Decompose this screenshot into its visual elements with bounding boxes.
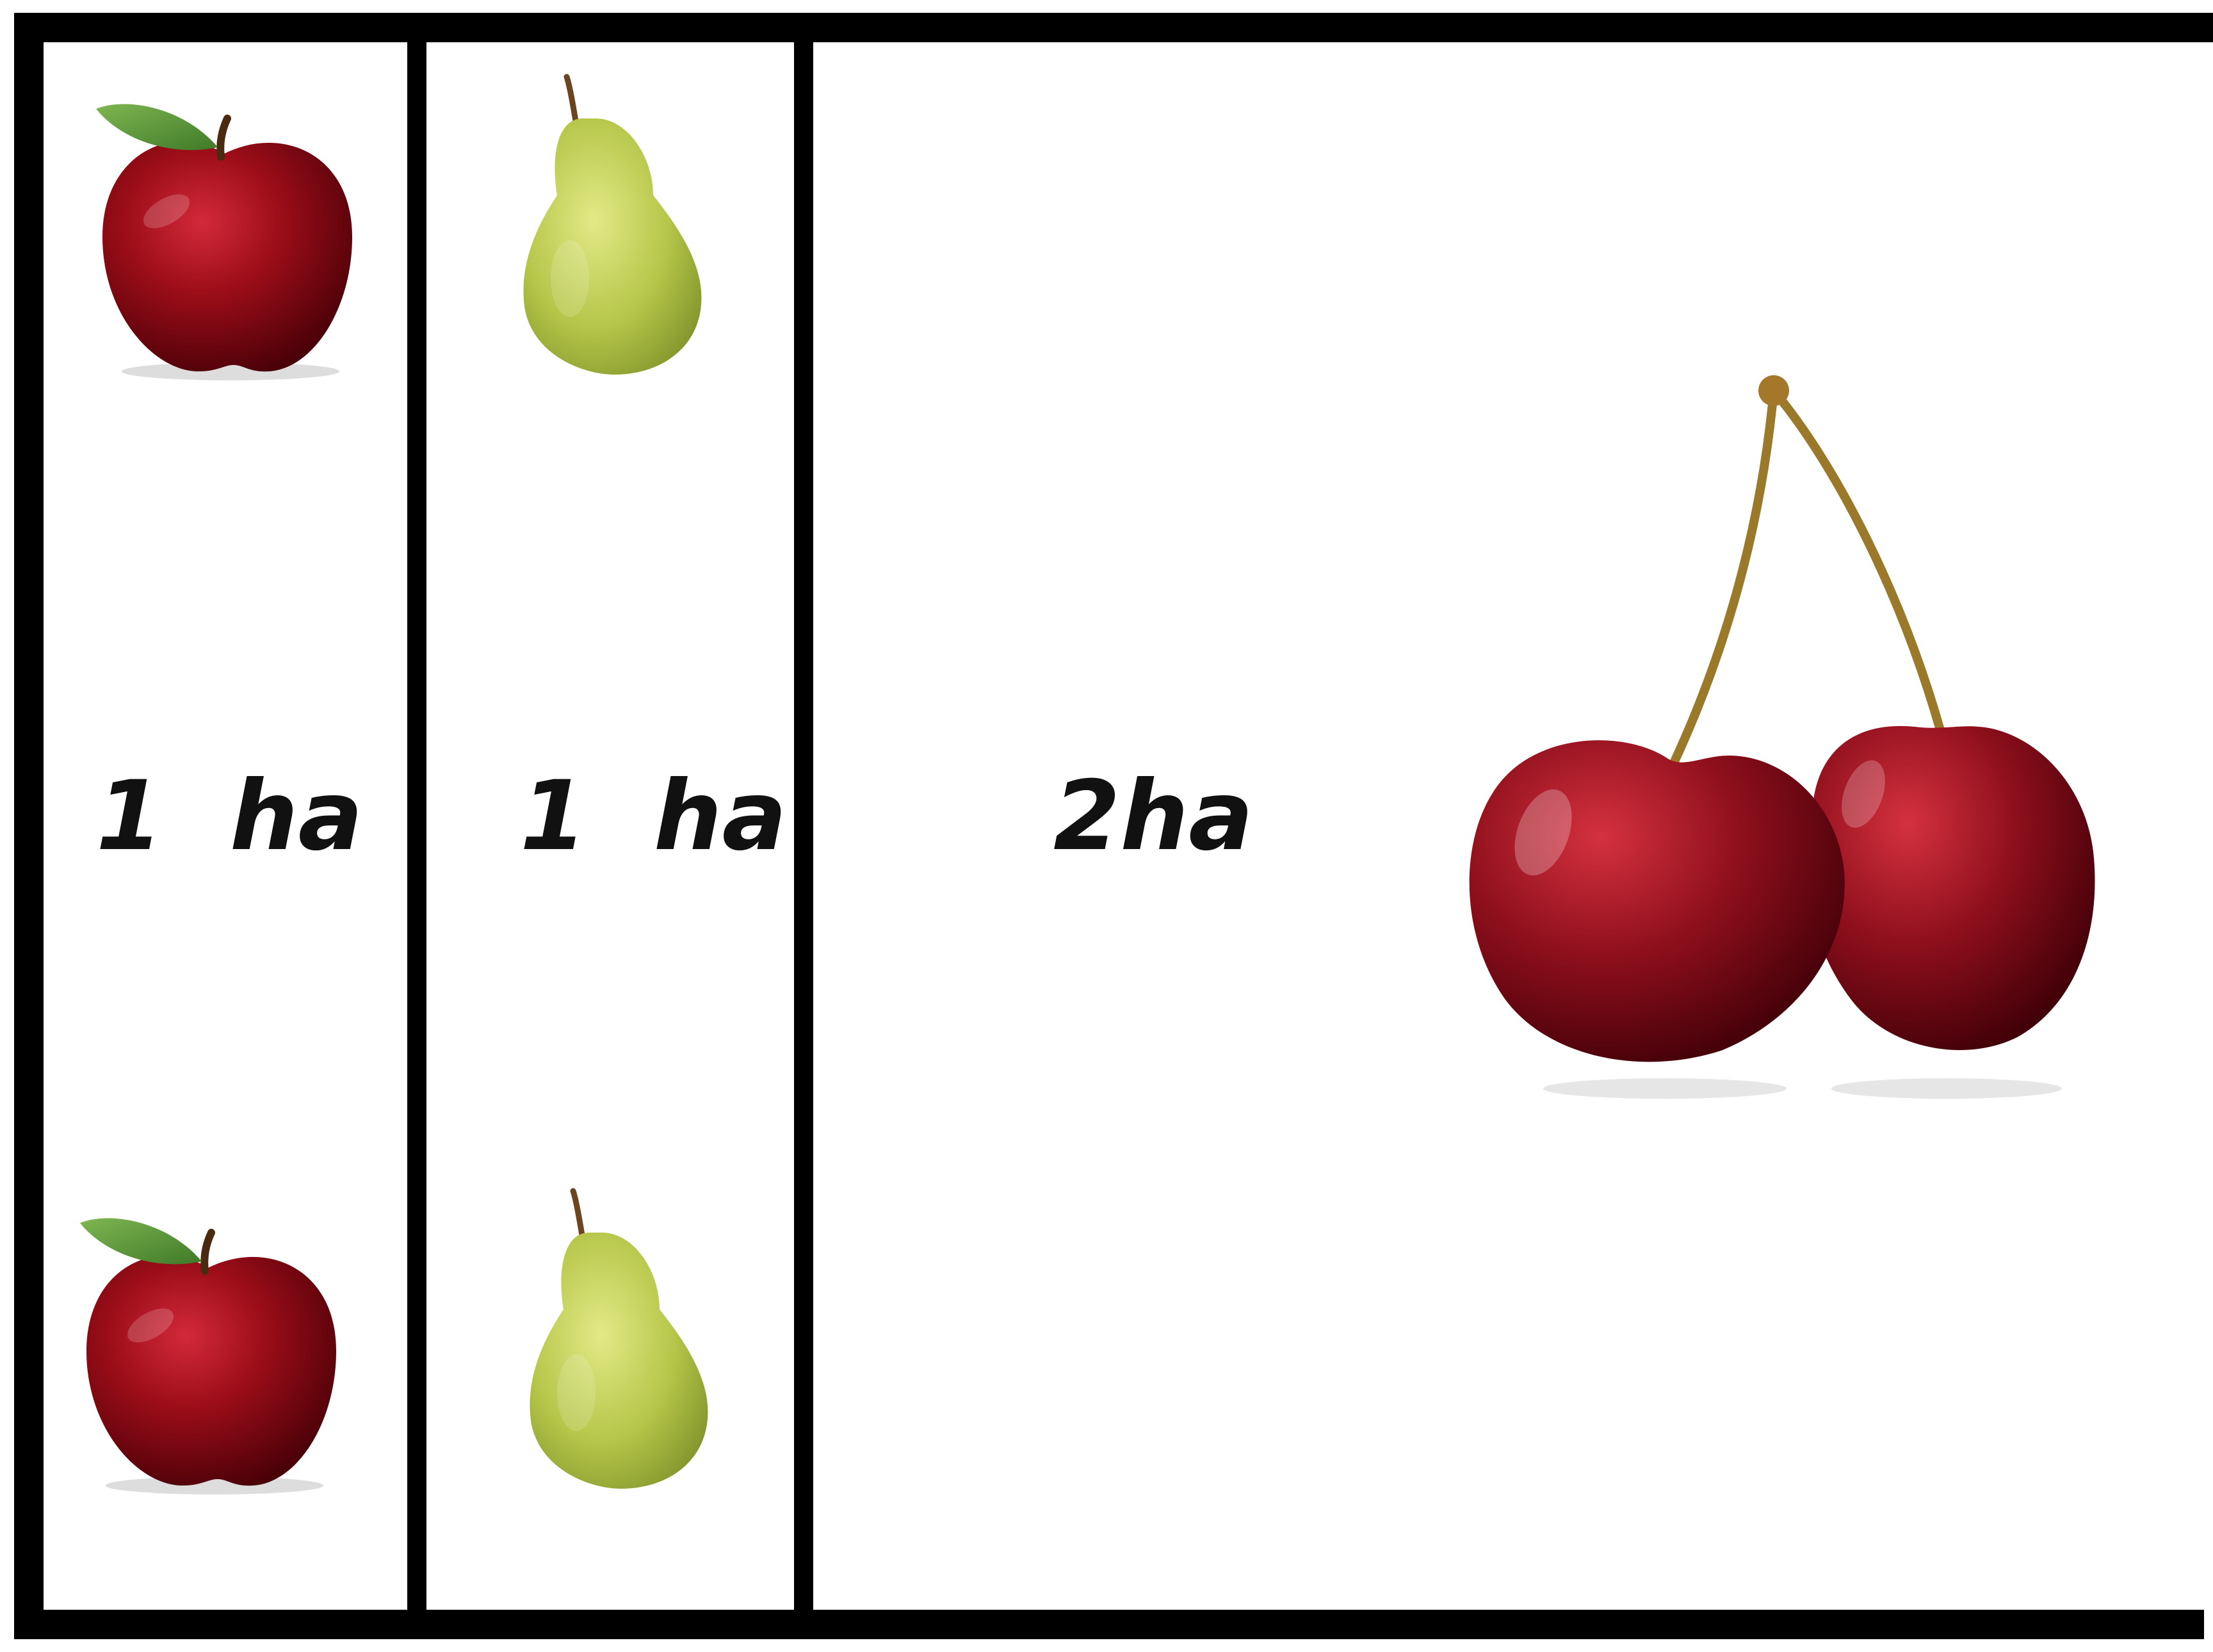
- cherries-icon: [1454, 371, 2120, 1127]
- plot-area-label-apple: 1 ha: [96, 768, 363, 864]
- pear-icon: [506, 74, 717, 381]
- plot-divider-2: [794, 13, 813, 1639]
- apple-icon: [70, 83, 378, 391]
- plot-area-label-cherry: 2ha: [1053, 768, 1253, 864]
- pear-icon: [512, 1188, 724, 1495]
- plot-area-label-pear: 1 ha: [520, 768, 787, 864]
- apple-icon: [54, 1197, 362, 1505]
- plot-divider-1: [407, 13, 426, 1639]
